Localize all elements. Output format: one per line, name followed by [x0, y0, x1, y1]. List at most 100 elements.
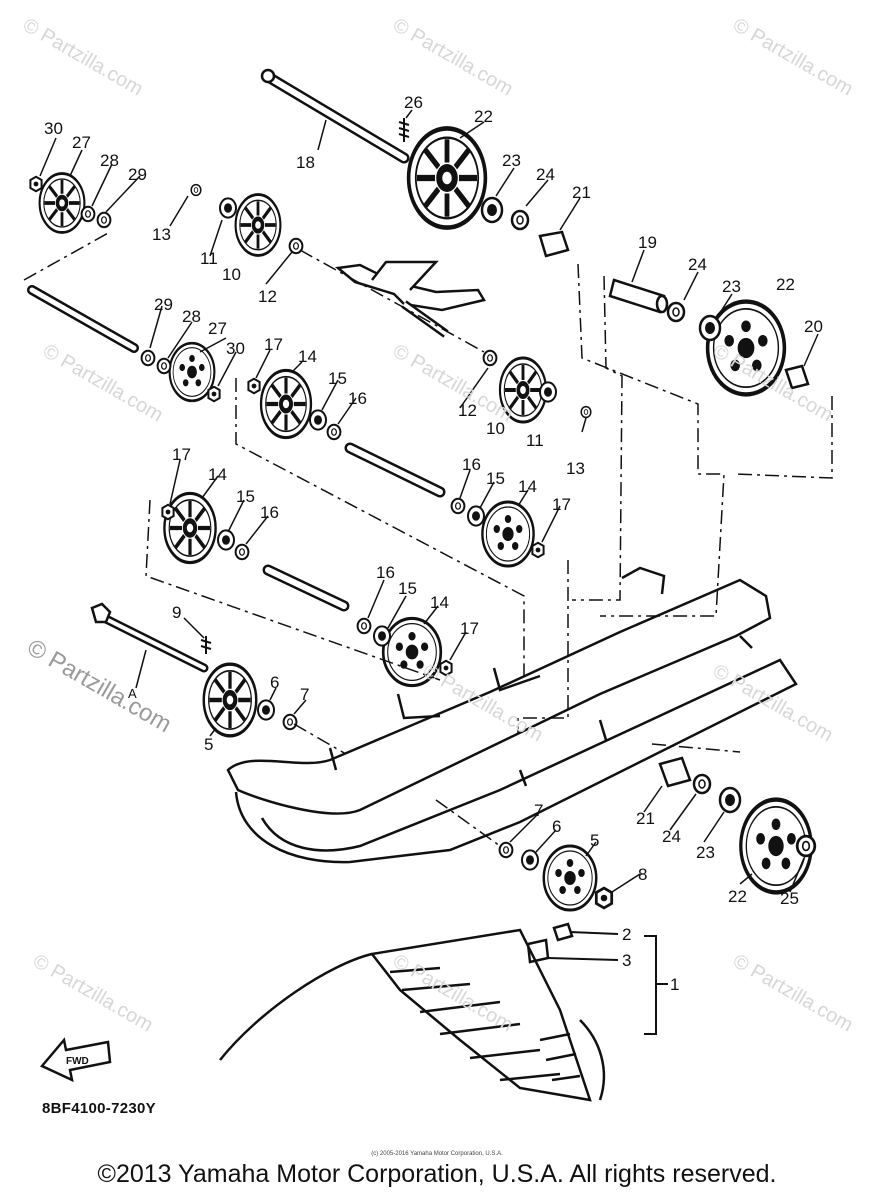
callout-leaders: [39, 109, 819, 893]
bearing-6-b: [520, 849, 540, 871]
callout-16: 16: [462, 455, 481, 474]
bearing-11-mid: [538, 381, 558, 403]
idler-wheel-22-top: [409, 128, 486, 227]
collar-29-top: [96, 211, 112, 229]
spacer-19: [608, 278, 669, 314]
collar-24-right: [666, 301, 686, 323]
callout-16: 16: [348, 389, 367, 408]
callout-29: 29: [128, 165, 147, 184]
collar-29-mid: [140, 349, 156, 367]
collar-25: [795, 834, 817, 858]
shaft-lower: [262, 564, 350, 612]
callout-10: 10: [222, 265, 241, 284]
callout-29: 29: [154, 295, 173, 314]
callout-12: 12: [258, 287, 277, 306]
callout-15: 15: [236, 487, 255, 506]
shaft-mid: [344, 442, 446, 498]
spacer-21-top: [538, 230, 570, 258]
callout-5: 5: [590, 831, 599, 850]
collar-24-top: [510, 209, 530, 231]
bearing-15-c: [216, 529, 236, 551]
callout-24: 24: [688, 255, 707, 274]
callout-28: 28: [100, 151, 119, 170]
bearing-15-b: [466, 505, 486, 527]
callout-15: 15: [328, 369, 347, 388]
callout-22: 22: [776, 275, 795, 294]
callout-17: 17: [552, 495, 571, 514]
callout-22: 22: [474, 107, 493, 126]
callout-7: 7: [300, 685, 309, 704]
callout-14: 14: [518, 477, 537, 496]
callout-27: 27: [208, 319, 227, 338]
collar-7-a: [282, 713, 298, 731]
callout-30: 30: [226, 339, 245, 358]
callout-15: 15: [398, 579, 417, 598]
bearing-15-d: [372, 625, 392, 647]
callout-15: 15: [486, 469, 505, 488]
callout-21: 21: [636, 809, 655, 828]
leader-lines: [23, 231, 833, 847]
shaft-18: [260, 68, 410, 164]
callout-16: 16: [260, 503, 279, 522]
collar-13-mid: [580, 405, 592, 419]
callout-11: 11: [526, 431, 544, 450]
callout-17: 17: [172, 445, 191, 464]
callout-9: 9: [172, 603, 181, 622]
callout-24: 24: [536, 165, 555, 184]
callout-8: 8: [638, 865, 647, 884]
callout-24: 24: [662, 827, 681, 846]
callout-5: 5: [204, 735, 213, 754]
callout-16: 16: [376, 563, 395, 582]
nut-17-a: [247, 377, 261, 395]
callout-12: 12: [458, 401, 477, 420]
callout-23: 23: [502, 151, 521, 170]
callout-11: 11: [200, 249, 218, 268]
small-copyright: (c) 2005-2016 Yamaha Motor Corporation, …: [371, 1151, 503, 1157]
collar-16-a: [326, 423, 342, 441]
spacer-20: [784, 364, 810, 390]
bearing-23-bottom: [718, 786, 742, 814]
nut-17-b: [531, 541, 545, 559]
copyright-notice: ©2013 Yamaha Motor Corporation, U.S.A. A…: [97, 1160, 777, 1188]
callout-14: 14: [430, 593, 449, 612]
track-1: [219, 928, 606, 1102]
callout-20: 20: [804, 317, 823, 336]
callout-numbers: 30 27 28 29 26 22 18 23 24 21 13 11 10 1…: [44, 93, 823, 994]
callout-2: 2: [622, 925, 631, 944]
nut-30-top: [29, 175, 43, 193]
wheel-27-top: [37, 171, 87, 235]
collar-28-mid: [156, 357, 172, 375]
collar-16-b: [450, 497, 466, 515]
callout-30: 30: [44, 119, 63, 138]
nut-8: [594, 886, 614, 910]
shaft-left-top: [27, 285, 139, 353]
wheel-14-mid: [261, 370, 311, 437]
callout-25: 25: [780, 889, 799, 908]
callout-18: 18: [296, 153, 315, 172]
bolt-9: [200, 636, 212, 654]
callout-14: 14: [298, 347, 317, 366]
collar-28-top: [80, 205, 96, 223]
fwd-arrow-icon: FWD: [39, 1037, 112, 1083]
callout-6: 6: [552, 817, 561, 836]
bearing-23-top: [480, 196, 504, 224]
callout-14: 14: [208, 465, 227, 484]
slide-rail-frame: [226, 566, 798, 864]
bearing-6-a: [256, 699, 276, 721]
suspension-arm: [334, 260, 486, 338]
shaft-A: [90, 602, 209, 673]
callout-23: 23: [722, 277, 741, 296]
collar-16-d: [356, 617, 372, 635]
collar-13-top: [190, 183, 202, 197]
callout-7: 7: [534, 801, 543, 820]
callout-13: 13: [566, 459, 585, 478]
bearing-23-right: [698, 314, 722, 342]
wheel-5-left: [204, 664, 256, 736]
spacer-21-bottom: [658, 756, 692, 788]
callout-13: 13: [152, 225, 171, 244]
callout-3: 3: [622, 951, 631, 970]
collar-16-c: [234, 543, 250, 561]
callout-19: 19: [638, 233, 657, 252]
callout-26: 26: [404, 93, 423, 112]
